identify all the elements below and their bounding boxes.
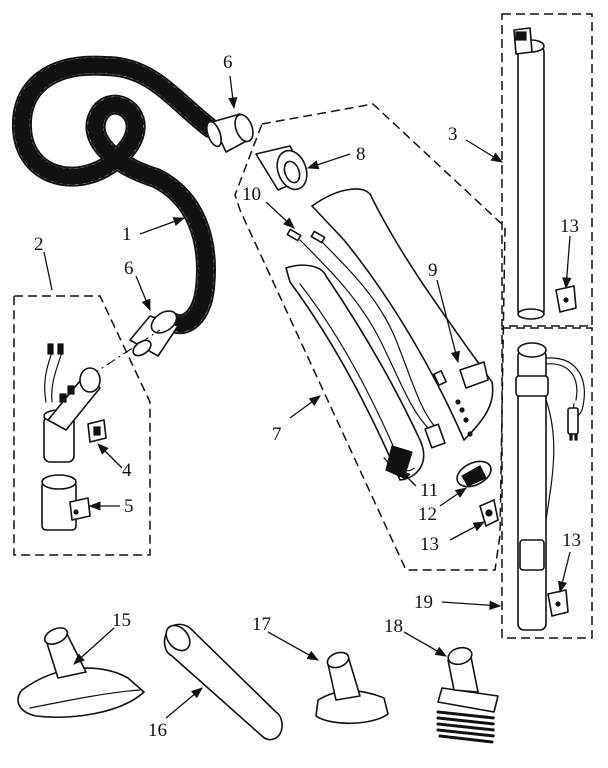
- upper-wand-part: [513, 27, 545, 320]
- leader-11: [399, 469, 417, 487]
- callout-5: 5: [124, 496, 134, 517]
- dusting-brush-part: [436, 646, 499, 744]
- callout-13b: 13: [560, 216, 579, 237]
- callout-17: 17: [252, 614, 271, 635]
- upholstery-tool-part: [315, 651, 389, 725]
- callout-4: 4: [122, 460, 132, 481]
- wand-assembly-group-outline: [234, 103, 506, 571]
- hose-cuff-lower-part: [129, 310, 179, 357]
- callout-12: 12: [418, 504, 437, 525]
- wand-latch-lower-part: [547, 589, 569, 617]
- leader-17: [267, 631, 320, 661]
- callout-7: 7: [272, 424, 282, 445]
- leader-8: [306, 153, 351, 170]
- callout-6b: 6: [124, 258, 134, 279]
- callout-1: 1: [122, 224, 132, 245]
- callout-18: 18: [384, 616, 403, 637]
- leader-7: [289, 395, 321, 419]
- leader-13a: [449, 521, 486, 541]
- crevice-tool-part: [163, 623, 283, 741]
- leader-4: [97, 443, 123, 469]
- switch-button-part: [456, 460, 492, 488]
- callout-2: 2: [34, 234, 44, 255]
- callout-6a: 6: [223, 52, 233, 73]
- lower-wand-group-outline: [501, 327, 593, 639]
- leader-15: [73, 627, 115, 665]
- callout-15: 15: [112, 610, 131, 631]
- callout-13a: 13: [420, 534, 439, 555]
- floor-tool-part: [17, 627, 145, 718]
- callout-11: 11: [420, 480, 438, 501]
- upper-wand-group-outline: [501, 13, 593, 327]
- leader-6b: [135, 275, 151, 312]
- handle-upper-shell-part: [311, 188, 494, 441]
- leader-12: [439, 487, 467, 507]
- callout-13c: 13: [562, 530, 581, 551]
- leader-1: [139, 217, 186, 235]
- leader-13b: [562, 235, 572, 290]
- leader-9: [436, 279, 460, 364]
- callout-16: 16: [148, 720, 167, 741]
- leader-2: [43, 251, 53, 291]
- leader-19: [441, 600, 502, 610]
- hose-end-group-outline: [13, 295, 151, 556]
- handle-lower-shell-part: [285, 264, 425, 481]
- handle-cap-part: [255, 145, 308, 191]
- callout-10: 10: [242, 184, 261, 205]
- wand-latch-upper-part: [555, 285, 577, 313]
- wand-latch-part: [479, 499, 499, 527]
- leader-13c: [558, 551, 571, 594]
- leader-3: [465, 139, 503, 163]
- hose-end-connector-part: [43, 343, 101, 463]
- leader-6a: [228, 75, 238, 110]
- leader-18: [403, 631, 448, 657]
- leader-10: [265, 201, 295, 229]
- callout-8: 8: [356, 144, 366, 165]
- hose-cuff-upper-part: [206, 113, 254, 153]
- callout-19: 19: [414, 592, 433, 613]
- lower-wand-part: [515, 342, 585, 631]
- hose-part: [11, 55, 220, 335]
- swivel-clip-part: [87, 419, 107, 443]
- callout-9: 9: [428, 260, 438, 281]
- leader-16: [165, 687, 203, 719]
- callout-3: 3: [448, 124, 458, 145]
- centerline-cuff: [89, 329, 161, 377]
- wire-harness-part: [286, 228, 446, 449]
- connector-housing-part: [41, 474, 91, 531]
